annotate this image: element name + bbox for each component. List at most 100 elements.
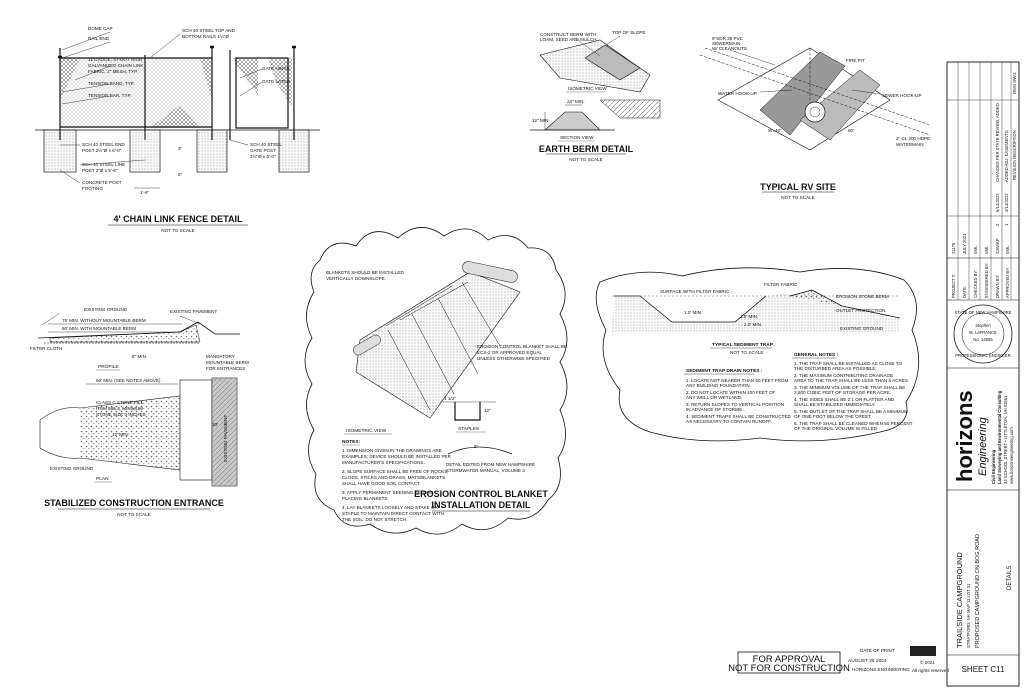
fence-dome-cap-label: DOME CAP [88, 26, 113, 31]
rv-sewer-hookup-label: SEWER HOOK-UP [882, 93, 922, 98]
erosion-note-line: EXAMPLES; DEVICE SHOULD BE INSTALLED PER [342, 454, 452, 459]
tb-field-value: 21179 [951, 242, 956, 254]
tb-revision-1: ADDED ADJ. EASEMENTS [1004, 130, 1009, 182]
tb-rev-num-1: 1 [1004, 223, 1009, 226]
entrance-title: STABILIZED CONSTRUCTION ENTRANCE [44, 498, 224, 508]
trap-surface-label: SURFACE WITH FILTER FABRIC [660, 289, 730, 294]
entrance-stone-label-1: CLASS C STONE FILL [96, 400, 144, 405]
sheet-number: SHEET C11 [962, 665, 1005, 674]
erosion-blanket-label-2: ECS-2 OR APPROVED EQUAL [477, 350, 543, 355]
trap-drain-note: IN ADVANCE OF STORMS. [686, 407, 743, 412]
fence-title: 4' CHAIN LINK FENCE DETAIL [114, 214, 243, 224]
tb-revision-2: CHANGES PER STATE REVIEW, ADDED [995, 103, 1000, 182]
fence-footing-label-1: CONCRETE POST [82, 180, 122, 185]
rv-site-detail: 6"SDR 35 PVC SEWERMAIN W/ CLEANOUTS FIRE… [699, 36, 930, 200]
trap-general-note: OF ONE FOOT BELOW THE CREST. [794, 414, 871, 419]
fence-end-post-label-2: POST 2½"Ø x 6'-0" [82, 147, 122, 153]
copyright: © 2021 [920, 659, 935, 665]
fence-gate-hinge-label: GATE HINGE [262, 66, 290, 71]
tb-field-key: ENGINEERED BY: [984, 263, 989, 298]
seal-name: M. LaFRANCE [969, 330, 997, 335]
trap-drain-note: ANY BUILDING FOUNDATION. [686, 383, 751, 388]
title-block: DWG DWG REVISION DESCRIPTION ADDED ADJ. … [946, 61, 1020, 687]
entrance-dim-50: 50' MIN. WITH MOUNTABLE BERM [62, 326, 136, 331]
entrance-berm-label-2: MOUNTABLE BERM [206, 360, 249, 365]
rv-water-main-label-1: 2" CL 200 HDPE [896, 136, 930, 141]
entrance-berm-label-1: MANDATORY [206, 354, 235, 359]
trap-dim-1: 1.0' MIN. [684, 310, 702, 315]
rights-reserved: All rights reserved [912, 668, 949, 673]
rv-water-hookup-label: WATER HOOK-UP [718, 91, 757, 96]
berm-dim-top: 24" MIN. [567, 99, 585, 104]
erosion-note-line: 4. LAY BLANKETS LOOSELY AND STAKE OR [342, 505, 439, 510]
entrance-dim-6: 6" MIN. [132, 354, 147, 359]
sheet-description: DETAILS [1007, 565, 1013, 590]
erosion-note-line: 3. APPLY PERMANENT SEEDING BEFORE [342, 490, 433, 495]
entrance-pavement-vertical: EXISTING PAVEMENT [223, 415, 228, 462]
fence-gate-latch-label: GATE LATCH [262, 79, 290, 84]
tb-revisions-header: REVISION DESCRIPTION [1012, 130, 1017, 180]
print-date: AUGUST 25 2024 [848, 658, 887, 664]
trap-drain-note: 2. DO NOT LOCATE WITHIN 100 FEET OF [686, 390, 776, 395]
seal-profession: PROFESSIONAL ENGINEER [955, 353, 1010, 358]
trap-drain-note: 1. LOCATE NOT NEARER THAN 50 FEET FROM [686, 378, 788, 383]
entrance-dim-50-above: 50' MIN. (SEE NOTES ABOVE) [96, 378, 161, 383]
fence-rails-label-1: SCH 40 STEEL TOP AND [182, 28, 236, 33]
entrance-existing-pavement-label: EXISTING PAVEMENT [170, 309, 217, 314]
erosion-note-line: MANUFACTURER'S SPECIFICATIONS. [342, 460, 425, 465]
trap-drain-note: AS NECESSARY TO CONTAIN RUNOFF. [686, 419, 772, 424]
firm-address: 34 SCHOOL STREET • LITTLETON, NH 03561 [1003, 395, 1008, 484]
trap-drain-header: SEDIMENT TRAP DRAIN NOTES : [686, 368, 763, 374]
tb-field-value: SML [1005, 245, 1010, 254]
tb-field-value: SML [973, 245, 978, 254]
rv-fire-pit-label: FIRE PIT [846, 58, 865, 63]
erosion-note-line: SHALL HAVE GOOD SOIL CONTACT. [342, 481, 421, 486]
erosion-title-1: EROSION CONTROL BLANKET [414, 489, 548, 499]
erosion-note-line: PLACING BLANKETS. [342, 496, 389, 501]
trap-outlet-label: OUTLET PROTECTION [836, 308, 885, 313]
seal-signature: Stephen [975, 323, 991, 328]
fence-gate-post-label-3: 2½"Ø x 6'-0" [250, 153, 276, 159]
erosion-vertical-label-1: BLANKETS SHOULD BE INSTALLED [326, 270, 404, 275]
tb-field-key: CHECKED BY: [973, 270, 978, 298]
tb-rev-date-2: 6/14/2022 [995, 193, 1000, 212]
erosion-dim-staple-w: 1 1/2" [444, 396, 456, 401]
erosion-blanket-label-1: EROSION CONTROL BLANKET SHALL BE [477, 344, 567, 349]
entrance-berm-label-3: FOR ENTRANCES [206, 366, 245, 371]
trap-drain-note: ANY WELL OR WETLAND. [686, 395, 742, 400]
erosion-staples-label: STAPLES [458, 426, 479, 432]
entrance-dim-10: 10' [212, 422, 218, 427]
print-stamp: FOR APPROVAL NOT FOR CONSTRUCTION DATE O… [728, 646, 949, 674]
trap-general-notes: 1. THE TRAP SHALL BE INSTALLED AS CLOSE … [794, 361, 913, 431]
entrance-detail: EXISTING GROUND EXISTING PAVEMENT 75' MI… [30, 307, 249, 517]
entrance-profile-label: PROFILE [98, 364, 119, 370]
erosion-iso-view-label: ISOMETRIC VIEW [346, 428, 387, 434]
sediment-trap-detail: SURFACE WITH FILTER FABRIC EROSION STONE… [595, 267, 920, 442]
trap-general-note: OF THE ORIGINAL VOLUME IS FILLED. [794, 426, 878, 431]
erosion-source-1: DETAIL EDITED FROM NEW HAMPSHIRE [446, 462, 535, 467]
fence-dim-3: 3" [178, 146, 183, 151]
trap-general-note: SHALL BE STABILIZED IMMEDIATELY. [794, 402, 875, 407]
firm-services-1: Civil Engineering [991, 449, 996, 484]
fence-scale: NOT TO SCALE [161, 228, 194, 233]
erosion-dim-staple-h: 12" [484, 408, 491, 413]
trap-dim-3: 2.0' MIN. [744, 322, 762, 327]
entrance-existing-ground-plan: EXISTING GROUND [50, 466, 94, 471]
tb-field-key: DATE: [962, 286, 967, 298]
tb-field-key: PROJECT #: [951, 274, 956, 298]
firm-web: www.horizonsengineering.com [1009, 427, 1014, 484]
tb-field-key: DRAWN BY: [995, 275, 1000, 298]
trap-scale: NOT TO SCALE [730, 350, 763, 355]
seal-number: No. 14685 [973, 337, 993, 342]
trap-drain-notes: 1. LOCATE NOT NEARER THAN 50 FEET FROM A… [686, 378, 792, 424]
rv-dim-l: 60' [848, 128, 854, 133]
approval-line-1: FOR APPROVAL [753, 654, 826, 665]
berm-title: EARTH BERM DETAIL [539, 144, 634, 154]
entrance-existing-ground-top: EXISTING GROUND [84, 307, 128, 312]
berm-detail: CONSTRUCT BERM WITH LOAM, SEED AND MULCH… [530, 30, 661, 162]
firm-logo: horizons [952, 390, 977, 482]
trap-riprap-label: EROSION STONE BERM [836, 294, 889, 299]
seal-state: STATE OF NEW HAMPSHIRE [955, 310, 1012, 315]
